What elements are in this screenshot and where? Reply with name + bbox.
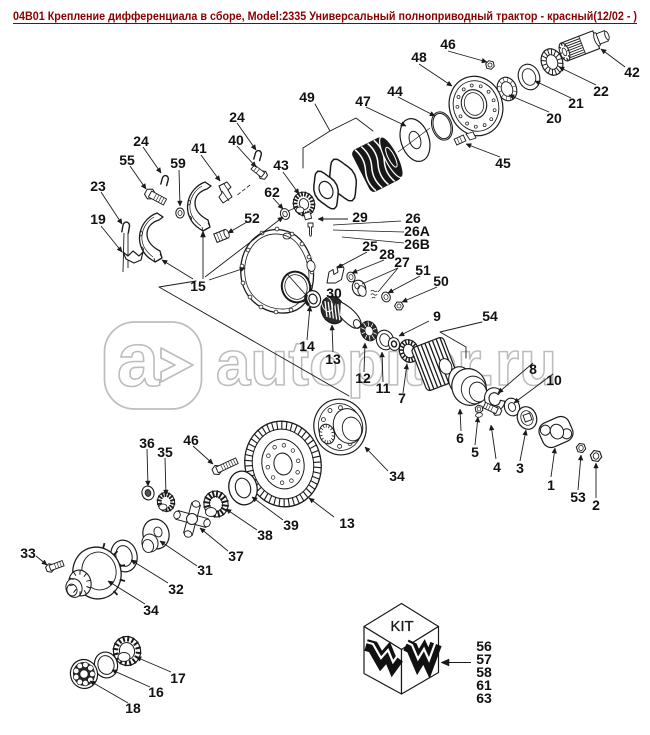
svg-text:16: 16 [148,684,164,700]
svg-text:46: 46 [440,36,456,52]
svg-text:27: 27 [394,254,410,270]
svg-text:52: 52 [244,210,260,226]
svg-text:12: 12 [355,370,371,386]
svg-text:34: 34 [143,602,159,618]
svg-text:51: 51 [415,262,431,278]
svg-text:9: 9 [433,308,441,324]
svg-text:31: 31 [197,562,213,578]
svg-text:58: 58 [476,664,492,680]
svg-text:49: 49 [299,89,315,105]
svg-text:11: 11 [376,380,391,396]
svg-text:3: 3 [516,460,524,476]
svg-text:23: 23 [90,178,106,194]
svg-text:45: 45 [495,155,511,171]
svg-text:50: 50 [433,273,449,289]
svg-text:30: 30 [326,285,342,301]
svg-text:8: 8 [529,361,537,377]
svg-text:13: 13 [325,351,341,367]
svg-text:40: 40 [228,132,244,148]
svg-text:26: 26 [405,210,421,226]
svg-text:24: 24 [229,109,245,125]
svg-text:57: 57 [476,651,492,667]
svg-text:4: 4 [493,459,501,475]
svg-text:34: 34 [389,468,405,484]
svg-text:35: 35 [157,444,173,460]
svg-text:42: 42 [624,64,640,80]
svg-text:5: 5 [471,444,479,460]
svg-text:32: 32 [168,581,184,597]
svg-text:47: 47 [355,93,371,109]
svg-text:54: 54 [482,308,498,324]
svg-text:18: 18 [125,700,141,716]
svg-text:44: 44 [387,83,403,99]
svg-text:19: 19 [90,211,106,227]
svg-text:24: 24 [133,133,149,149]
svg-text:26A: 26A [404,223,430,239]
svg-text:59: 59 [170,155,186,171]
svg-text:38: 38 [257,527,273,543]
svg-text:25: 25 [362,238,378,254]
svg-text:39: 39 [283,517,299,533]
svg-text:6: 6 [456,430,464,446]
svg-text:28: 28 [379,246,395,262]
svg-text:22: 22 [593,83,609,99]
svg-text:7: 7 [398,390,406,406]
svg-text:1: 1 [547,477,555,493]
svg-text:41: 41 [191,140,207,156]
svg-text:29: 29 [352,209,368,225]
svg-text:15: 15 [190,278,206,294]
svg-text:20: 20 [546,110,562,126]
svg-text:36: 36 [139,435,155,451]
svg-text:63: 63 [476,690,492,706]
svg-text:a: a [117,318,160,403]
svg-text:21: 21 [568,95,584,111]
svg-text:KIT: KIT [390,618,413,635]
svg-text:33: 33 [20,545,36,561]
svg-text:17: 17 [170,670,186,686]
svg-text:62: 62 [264,184,280,200]
svg-text:13: 13 [339,515,355,531]
svg-text:43: 43 [273,157,289,173]
svg-text:48: 48 [411,49,427,65]
svg-text:56: 56 [476,638,492,654]
svg-text:04B01 Крепление дифференциала: 04B01 Крепление дифференциала в сборе, M… [13,11,637,23]
svg-text:55: 55 [119,152,135,168]
svg-text:37: 37 [228,548,244,564]
svg-text:26B: 26B [404,236,430,252]
svg-text:2: 2 [592,497,600,513]
svg-text:14: 14 [299,338,315,354]
svg-text:10: 10 [546,372,562,388]
svg-text:53: 53 [570,489,586,505]
svg-text:46: 46 [183,432,199,448]
svg-text:61: 61 [476,677,492,693]
